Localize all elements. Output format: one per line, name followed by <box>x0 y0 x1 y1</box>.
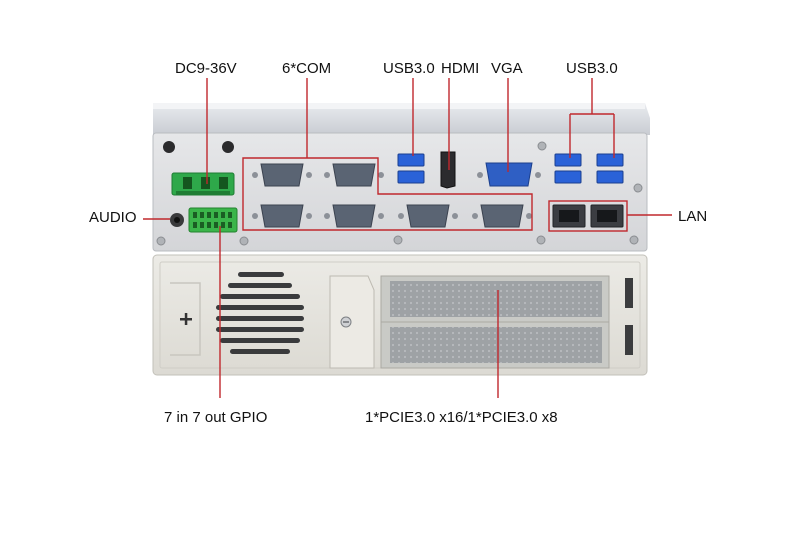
com-ports <box>252 163 532 228</box>
com-port <box>398 204 458 228</box>
vent-grille <box>216 272 304 354</box>
dc-power-terminal <box>171 172 235 196</box>
label-pcie: 1*PCIE3.0 x16/1*PCIE3.0 x8 <box>365 409 558 426</box>
com-port <box>324 204 384 228</box>
audio-jack <box>170 213 184 227</box>
com-port <box>472 204 532 228</box>
com-port <box>252 163 312 187</box>
pcie-slot <box>380 321 610 369</box>
label-vga: VGA <box>491 60 523 77</box>
vga-port <box>477 162 541 187</box>
label-lan: LAN <box>678 208 708 225</box>
label-dc-power: DC9-36V <box>175 60 237 77</box>
callout-lines <box>143 78 672 398</box>
com-port <box>252 204 312 228</box>
hdmi-port <box>440 151 456 189</box>
label-com: 6*COM <box>282 60 332 77</box>
gpio-header <box>188 207 238 233</box>
label-audio: AUDIO <box>89 209 137 226</box>
usb-ports-left <box>397 153 425 184</box>
pcie-slot <box>380 275 610 323</box>
usb-ports-right <box>554 153 624 184</box>
com-port <box>324 163 384 187</box>
chassis-top-lid <box>153 103 650 135</box>
label-gpio: 7 in 7 out GPIO <box>164 409 268 426</box>
label-hdmi: HDMI <box>441 60 480 77</box>
label-usb-right: USB3.0 <box>566 60 618 77</box>
lan-ports <box>552 204 624 228</box>
expansion-panel <box>152 254 648 376</box>
label-usb-left: USB3.0 <box>383 60 435 77</box>
